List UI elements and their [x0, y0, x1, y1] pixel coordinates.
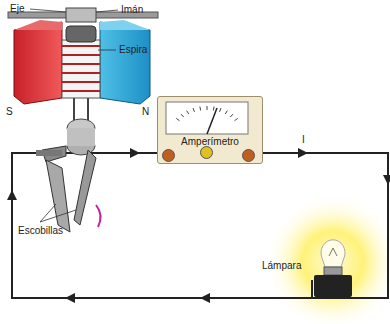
coil	[62, 26, 100, 98]
node-text: Amperímetro	[158, 136, 262, 147]
part-label: Lámpara	[262, 260, 301, 271]
part-label: Espira	[119, 44, 147, 55]
part-label: Eje	[10, 3, 24, 14]
part-label: Imán	[121, 4, 143, 15]
coil-winding	[62, 81, 100, 83]
ammeter: Amperímetro	[157, 96, 263, 164]
coil-winding	[62, 63, 100, 65]
ammeter-dial	[158, 100, 256, 136]
terminal	[162, 149, 175, 162]
part-label: Escobillas	[18, 225, 63, 236]
coil-winding	[62, 72, 100, 74]
lamp	[314, 240, 352, 297]
current-arrow	[7, 148, 390, 303]
coil-winding	[62, 90, 100, 92]
current-label: I	[302, 134, 305, 145]
coil-winding	[62, 54, 100, 56]
leader-line	[30, 9, 118, 222]
terminal	[242, 149, 255, 162]
circuit-wire	[12, 153, 388, 298]
coil-winding	[62, 45, 100, 47]
brushes	[36, 98, 101, 232]
lamp-glow	[265, 194, 390, 324]
terminal	[200, 146, 213, 159]
pole-label: S	[6, 106, 13, 117]
pole-label: N	[142, 106, 149, 117]
magnet	[14, 20, 150, 104]
